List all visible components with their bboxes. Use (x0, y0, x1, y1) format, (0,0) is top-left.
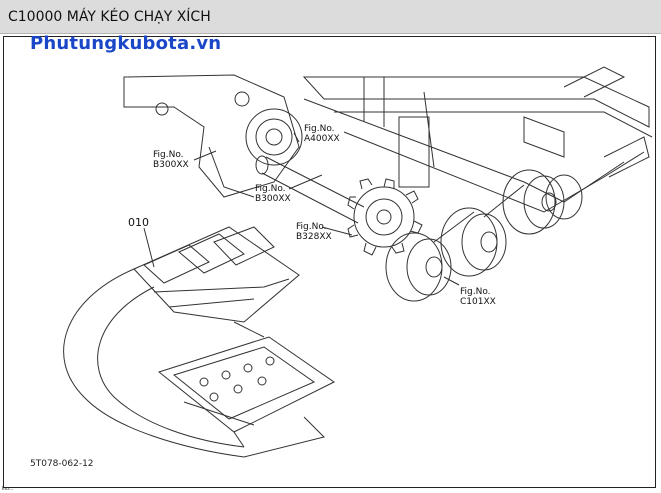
fig-ref-5: Fig.No. C101XX (460, 287, 496, 307)
fig-ref-1: Fig.No. B300XX (153, 150, 189, 170)
frame-rail-lower (334, 111, 653, 138)
figure-code: 5T078-062-12 (30, 459, 94, 469)
gearbox-housing (123, 74, 300, 198)
part-number-callout: 010 (128, 216, 149, 229)
gearbox-flange (245, 108, 303, 166)
frame-rail-top (302, 76, 650, 128)
exploded-parts-diagram (63, 66, 653, 458)
title-bar: C10000 MÁY KÉO CHẠY XÍCH (0, 0, 661, 34)
frame-beam (303, 98, 625, 203)
fig-ref-3: Fig.No. B300XX (255, 184, 291, 204)
rubber-track-belt (63, 268, 325, 458)
footer-text: Ino... (2, 486, 14, 492)
drive-sprocket (347, 178, 423, 256)
track-rollers (385, 169, 583, 302)
axle-shaft (261, 156, 365, 224)
frame-bracket (398, 116, 430, 188)
fig-ref-2: Fig.No. A400XX (304, 124, 340, 144)
grouser-shoe-upper (133, 226, 300, 323)
grouser-shoe-lower (157, 336, 335, 448)
fig-ref-4: Fig.No. B328XX (296, 222, 332, 242)
brand-watermark: Phutungkubota.vn (30, 33, 222, 54)
diagram-frame (3, 36, 656, 488)
leader-lines (143, 132, 460, 286)
window-title: C10000 MÁY KÉO CHẠY XÍCH (8, 9, 211, 25)
